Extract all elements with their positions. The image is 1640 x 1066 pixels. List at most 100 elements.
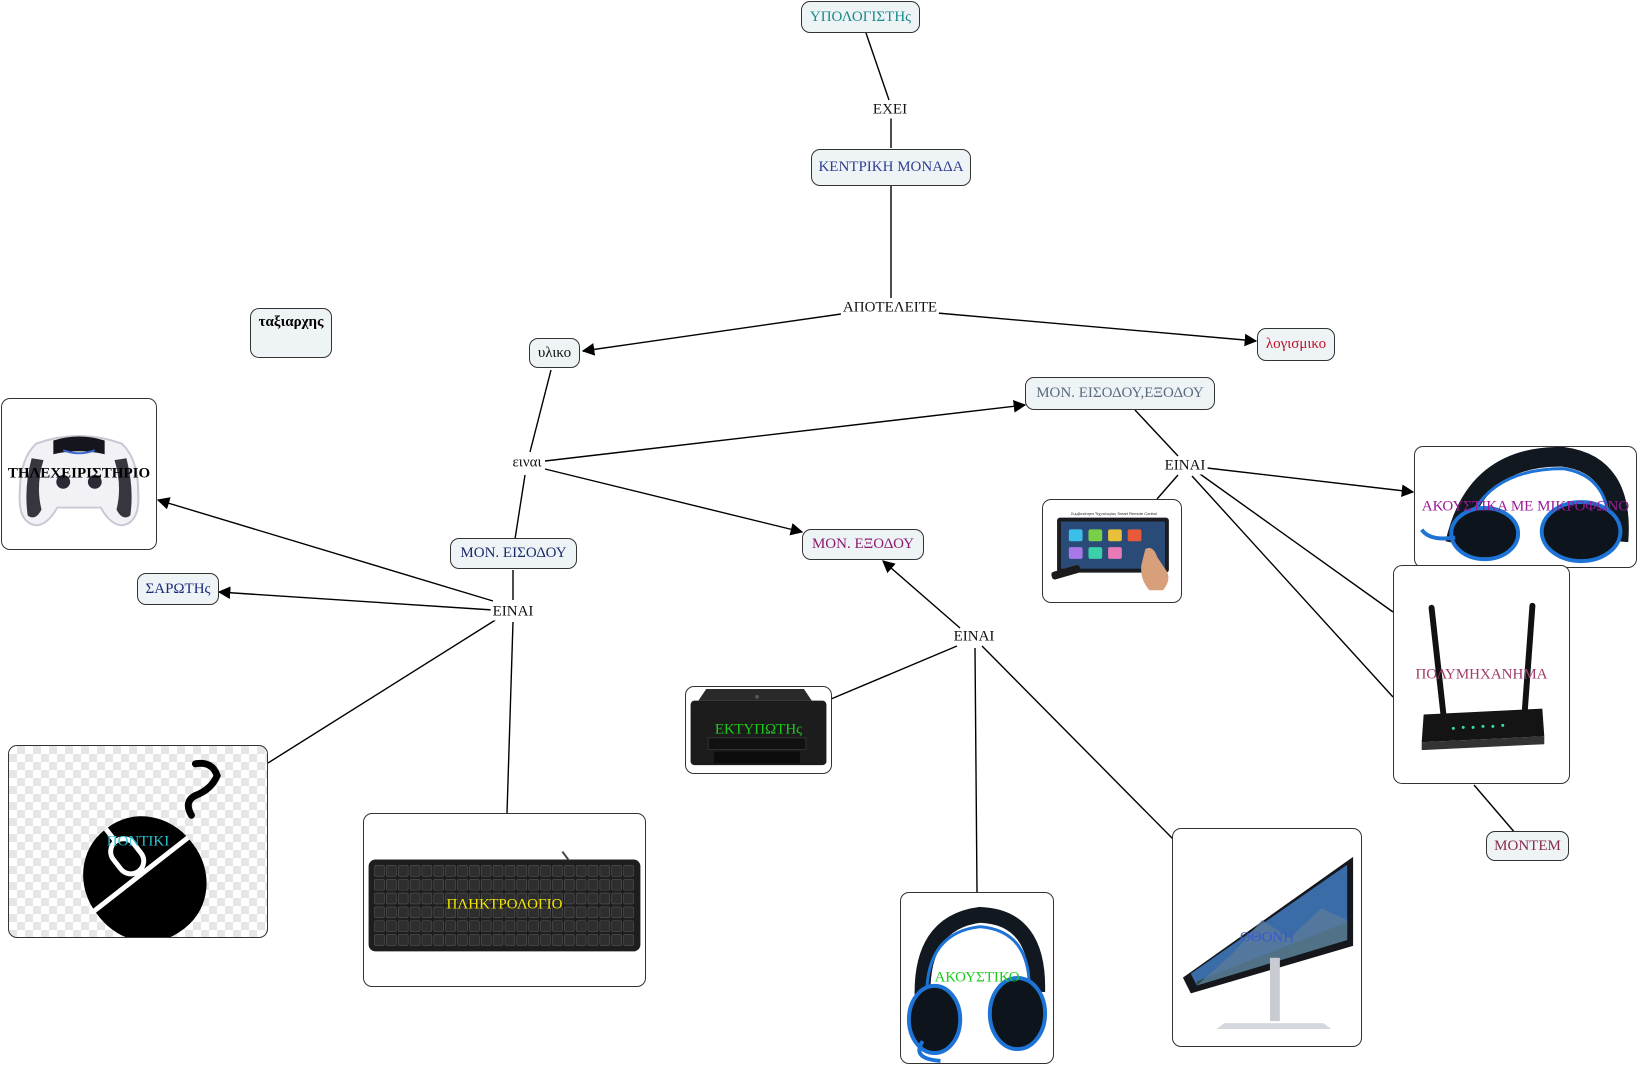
link-einai-polymixanima-a — [1199, 473, 1394, 613]
keyboard-key — [528, 906, 539, 919]
link-yliko-einai — [529, 369, 552, 453]
keyboard-key — [587, 878, 599, 891]
concept-ypologistis[interactable]: ΥΠΟΛΟΓΙΣΤΗς — [801, 1, 920, 33]
node-akoustika-mikrofono-label: ΑΚΟΥΣΤΙΚΑ ΜΕ ΜΙΚΡΟΦΩΝΟ — [1421, 498, 1630, 515]
keyboard-key — [504, 878, 516, 891]
keyboard-key — [575, 892, 587, 905]
keyboard-key — [599, 892, 611, 905]
keyboard-key — [397, 878, 409, 891]
keyboard-key — [480, 878, 492, 891]
concept-sarotis[interactable]: ΣΑΡΩΤΗς — [137, 573, 219, 605]
keyboard-key — [457, 906, 468, 919]
keyboard-key — [480, 906, 492, 919]
keyboard-key — [492, 920, 504, 932]
keyboard-key — [433, 934, 445, 946]
concept-montem-label: ΜΟΝΤΕΜ — [1494, 837, 1561, 854]
keyboard-key — [552, 906, 563, 919]
router-icon — [1421, 602, 1545, 751]
keyboard-key — [623, 865, 634, 877]
link-einai-sarotis — [217, 586, 494, 611]
touchscreen-unit-icon — [1051, 517, 1169, 591]
keyboard-key — [433, 865, 445, 877]
keyboard-key — [504, 865, 516, 877]
keyboard-key — [623, 906, 634, 919]
keyboard-key — [599, 865, 611, 877]
node-akoustiko[interactable]: ΑΚΟΥΣΤΙΚΟ — [900, 892, 1054, 1064]
keyboard-key — [433, 920, 445, 932]
keyboard-key — [445, 920, 456, 932]
concept-mon-eisodou-exodou[interactable]: ΜΟΝ. ΕΙΣΟΔΟΥ,ΕΞΟΔΟΥ — [1025, 377, 1215, 410]
headset-icon — [906, 906, 1048, 1063]
keyboard-key — [433, 878, 445, 891]
keyboard-key — [374, 892, 385, 905]
keyboard-key — [552, 892, 563, 905]
concept-logismiko[interactable]: λογισμικο — [1257, 328, 1335, 361]
node-pliktrologio[interactable]: ΠΛΗΚΤΡΟΛΟΓΙΟ — [363, 813, 646, 987]
node-tilexeiristirio[interactable]: ΤΗΛΕΧΕΙΡΙΣΤΗΡΙΟ — [1, 398, 157, 550]
keyboard-key — [623, 920, 634, 932]
keyboard-key — [409, 920, 421, 932]
node-akoustika-mikrofono[interactable]: ΑΚΟΥΣΤΙΚΑ ΜΕ ΜΙΚΡΟΦΩΝΟ — [1414, 446, 1637, 568]
keyboard-key — [587, 906, 599, 919]
keyboard-key — [516, 878, 528, 891]
keyboard-key — [445, 878, 456, 891]
keyboard-key — [611, 865, 622, 877]
node-polymixanima[interactable]: ΠΟΛΥΜΗΧΑΝΗΜΑ — [1393, 565, 1570, 784]
phrase-einai-mid: ΕΙΝΑΙ — [951, 628, 997, 646]
node-pontiki[interactable]: ΠΟΝΤΙΚΙ — [8, 745, 268, 938]
keyboard-key — [492, 934, 504, 946]
node-othoni[interactable]: ΟΘΟΝΗ — [1172, 828, 1362, 1047]
keyboard-key — [469, 878, 480, 891]
keyboard-key — [575, 878, 587, 891]
keyboard-key — [575, 934, 587, 946]
node-akoustiko-label: ΑΚΟΥΣΤΙΚΟ — [934, 969, 1020, 986]
keyboard-key — [374, 906, 385, 919]
concept-taxiarxis[interactable]: ταξιαρχης — [250, 308, 332, 358]
node-othoni-afis-caption: Συμβατότητα Τεχνολογίας Smart Remote Con… — [1070, 511, 1158, 516]
concept-mon-eisodou[interactable]: ΜΟΝ. ΕΙΣΟΔΟΥ — [450, 538, 577, 569]
keyboard-key — [386, 865, 397, 877]
keyboard-key — [480, 920, 492, 932]
link-einai-akoustiko — [974, 647, 978, 893]
keyboard-key — [528, 920, 539, 932]
keyboard-key — [445, 865, 456, 877]
concept-mon-exodou-label: ΜΟΝ. ΕΞΟΔΟΥ — [811, 536, 915, 552]
keyboard-key — [528, 878, 539, 891]
keyboard-key — [386, 906, 397, 919]
keyboard-key — [469, 892, 480, 905]
keyboard-key — [480, 865, 492, 877]
concept-mon-exodou[interactable]: ΜΟΝ. ΕΞΟΔΟΥ — [802, 529, 924, 560]
keyboard-key — [528, 892, 539, 905]
keyboard-key — [575, 906, 587, 919]
link-einai-mon-eisodou-exodou — [544, 400, 1027, 462]
link-einai-polymixanima-b — [1191, 475, 1394, 698]
keyboard-key — [611, 878, 622, 891]
keyboard-key — [374, 934, 385, 946]
keyboard-key — [504, 934, 516, 946]
monitor-icon — [1182, 856, 1354, 1030]
keyboard-key — [564, 865, 575, 877]
keyboard-key — [445, 934, 456, 946]
concept-yliko[interactable]: υλικο — [529, 338, 580, 368]
concept-montem[interactable]: ΜΟΝΤΕΜ — [1486, 831, 1569, 861]
link-apoteleite-logismiko — [936, 312, 1258, 347]
keyboard-key — [564, 878, 575, 891]
keyboard-key — [457, 878, 468, 891]
concept-mon-eisodou-label: ΜΟΝ. ΕΙΣΟΔΟΥ — [460, 545, 567, 561]
keyboard-key — [564, 906, 575, 919]
keyboard-key — [397, 906, 409, 919]
keyboard-key — [421, 934, 433, 946]
node-othoni-afis[interactable]: Συμβατότητα Τεχνολογίας Smart Remote Con… — [1042, 499, 1182, 603]
node-ektypotis[interactable]: ΕΚΤΥΠΩΤΗς — [685, 686, 832, 774]
keyboard-key — [386, 920, 397, 932]
link-einai-mon-exodou-up — [882, 560, 961, 629]
keyboard-key — [457, 934, 468, 946]
keyboard-key — [587, 865, 599, 877]
concept-mon-eisodou-exodou-label: ΜΟΝ. ΕΙΣΟΔΟΥ,ΕΞΟΔΟΥ — [1036, 385, 1204, 401]
printer-icon — [690, 688, 827, 766]
phrase-apoteleite: ΑΠΟΤΕΛΕΙΤΕ — [840, 299, 940, 317]
keyboard-key — [564, 920, 575, 932]
link-einai-pliktrologio — [506, 621, 514, 814]
concept-kentriki-monada[interactable]: ΚΕΝΤΡΙΚΗ ΜΟΝΑΔΑ — [811, 149, 971, 186]
node-othoni-label: ΟΘΟΝΗ — [1239, 929, 1295, 945]
